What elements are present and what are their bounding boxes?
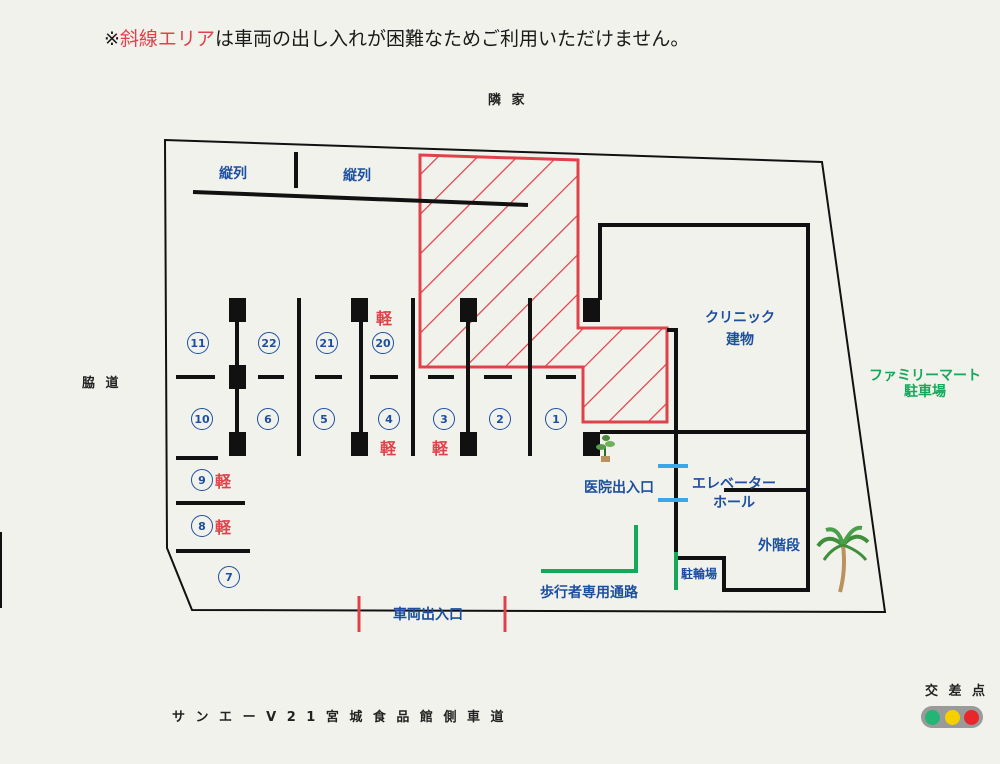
pedestrian-path — [541, 525, 678, 590]
space-2: 2 — [489, 408, 511, 430]
restricted-area-notice: ※斜線エリアは車両の出し入れが困難なためご利用いただけません。 — [104, 24, 689, 51]
space-8-slot: 8 軽 — [191, 514, 231, 538]
space-9-slot: 9 軽 — [191, 468, 231, 492]
notice-highlight: 斜線エリア — [119, 28, 215, 50]
traffic-light-icon — [921, 706, 983, 728]
lot-outline — [163, 138, 887, 614]
bicycle-parking-label: 駐輪場 — [681, 567, 718, 581]
palm-tree-icon — [816, 525, 870, 593]
green-light — [925, 709, 941, 725]
pedestrian-path-label: 歩行者専用通路 — [540, 585, 638, 601]
side-road-label: 脇 道 — [82, 376, 122, 391]
intersection-label: 交 差 点 — [925, 684, 989, 699]
pillars — [229, 298, 600, 456]
space-20: 20 — [372, 332, 394, 354]
kei-mark-3: 軽 — [432, 439, 449, 458]
plant-icon — [596, 435, 615, 462]
space-9: 9 — [191, 469, 213, 491]
front-road-label: サ ン エ ー V 2 1 宮 城 食 品 館 側 車 道 — [172, 710, 507, 725]
space-10: 10 — [191, 408, 213, 430]
building-walls — [598, 223, 810, 592]
tandem-label-1: 縦列 — [219, 166, 247, 182]
space-8: 8 — [191, 515, 213, 537]
space-7: 7 — [218, 566, 240, 588]
clinic-entrance-label: 医院出入口 — [584, 480, 654, 496]
parking-lines — [176, 152, 576, 553]
yellow-light — [944, 709, 960, 725]
space-22: 22 — [258, 332, 280, 354]
outer-stairs-label: 外階段 — [758, 538, 800, 554]
kei-mark-4: 軽 — [380, 439, 397, 458]
clinic-door-markers — [658, 464, 688, 502]
space-1: 1 — [545, 408, 567, 430]
clinic-building-label: クリニック 建物 — [705, 310, 775, 348]
notice-mark: ※ — [104, 28, 120, 50]
space-5: 5 — [313, 408, 335, 430]
space-21: 21 — [316, 332, 338, 354]
family-mart-parking-label: ファミリーマート 駐車場 — [869, 368, 981, 400]
kei-mark-8: 軽 — [215, 518, 232, 537]
neighbor-house-label: 隣 家 — [488, 93, 528, 108]
space-3: 3 — [433, 408, 455, 430]
tandem-label-2: 縦列 — [343, 168, 371, 184]
space-4: 4 — [378, 408, 400, 430]
vehicle-entrance-label: 車両出入口 — [393, 607, 463, 623]
space-6: 6 — [257, 408, 279, 430]
notice-text: は車両の出し入れが困難なためご利用いただけません。 — [214, 28, 690, 50]
vehicle-entrance-markers — [357, 596, 507, 632]
space-11: 11 — [187, 332, 209, 354]
red-light — [963, 709, 979, 725]
kei-mark-20: 軽 — [376, 309, 393, 328]
kei-mark-9: 軽 — [215, 472, 232, 491]
elevator-hall-label: エレベーター ホール — [692, 476, 776, 511]
restricted-hatched-area — [418, 153, 669, 424]
